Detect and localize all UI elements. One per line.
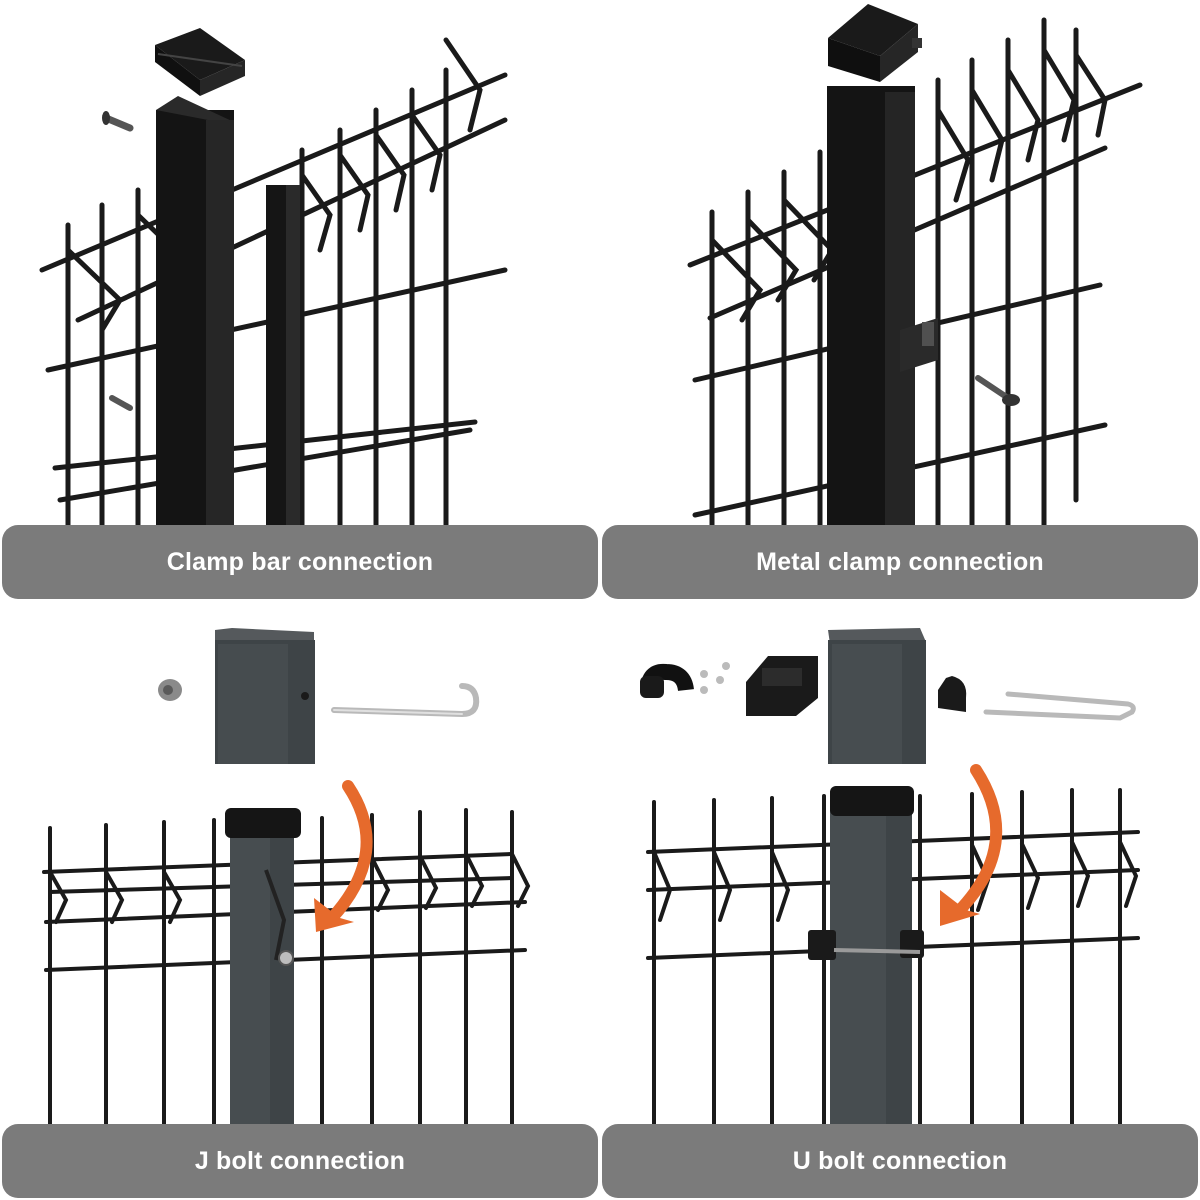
nut-installed-icon <box>278 950 294 966</box>
bracket-icon <box>828 628 926 764</box>
panel-label: Clamp bar connection <box>2 525 598 599</box>
post-cap-icon <box>225 808 301 838</box>
panel-label: Metal clamp connection <box>602 525 1198 599</box>
u-clip-icon <box>938 676 967 712</box>
j-bolt-icon <box>331 683 480 717</box>
nut-icon <box>158 679 182 701</box>
panel-clamp-bar: Clamp bar connection <box>0 0 600 600</box>
clamp-bar-illustration <box>39 28 508 528</box>
clamp-block-icon <box>746 656 818 716</box>
panel-metal-clamp: Metal clamp connection <box>600 0 1200 600</box>
panel-label: J bolt connection <box>2 1124 598 1198</box>
bolt-icon <box>102 111 134 411</box>
metal-clamp-icon <box>900 318 938 372</box>
bracket-icon <box>215 628 315 764</box>
bolt-icon <box>975 375 1020 406</box>
metal-clamp-illustration <box>687 4 1143 528</box>
u-bolt-installed-icon <box>808 930 924 960</box>
u-bolt-illustration <box>640 628 1140 1127</box>
panel-j-bolt: J bolt connection <box>0 600 600 1200</box>
post-cap-icon <box>155 28 245 96</box>
panel-label: U bolt connection <box>602 1124 1198 1198</box>
spacer-icon <box>640 662 730 698</box>
post-cap-icon <box>828 4 922 82</box>
curved-arrow-icon <box>940 764 1003 926</box>
post-cap-icon <box>830 786 914 816</box>
panel-u-bolt: U bolt connection <box>600 600 1200 1200</box>
u-bolt-icon <box>983 691 1136 721</box>
j-bolt-illustration <box>42 628 531 1127</box>
curved-arrow-icon <box>314 780 373 932</box>
